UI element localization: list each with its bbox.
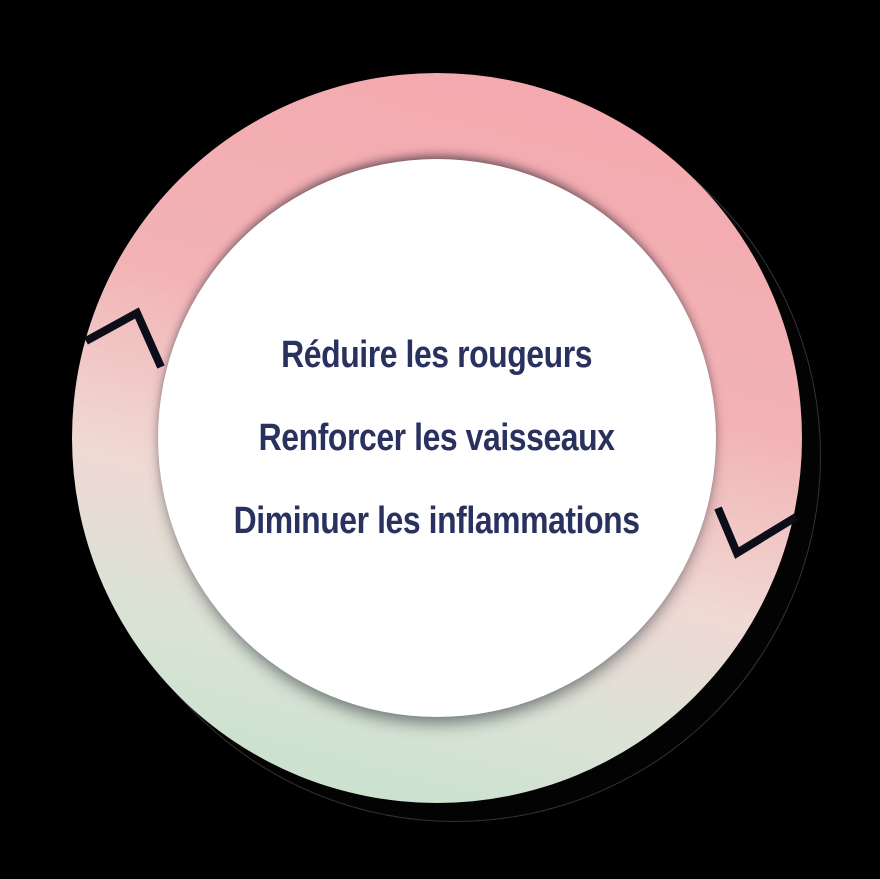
benefits-text-block: Réduire les rougeurs Renforcer les vaiss… xyxy=(234,314,640,563)
benefit-line-3: Diminuer les inflammations xyxy=(234,499,640,542)
benefit-line-2: Renforcer les vaisseaux xyxy=(259,416,615,459)
inner-circle: Réduire les rougeurs Renforcer les vaiss… xyxy=(158,159,716,717)
benefit-line-1: Réduire les rougeurs xyxy=(281,333,593,376)
